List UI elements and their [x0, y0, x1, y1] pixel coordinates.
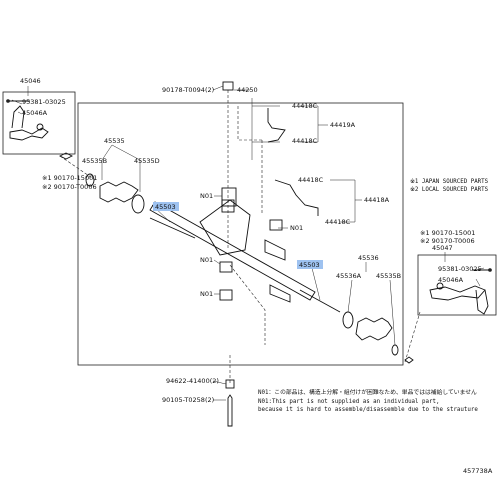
- part-label-fig: 457738A: [463, 467, 493, 475]
- guide-line: [237, 106, 262, 141]
- part-labels: 45046 95381-03025 45046A 45535 45535B 45535D ※…: [20, 77, 493, 475]
- part-label-n01d: N01: [200, 290, 213, 298]
- tie-rod-end-right-graphic: [429, 268, 492, 315]
- part-label-95381: 95381-03025: [22, 98, 66, 106]
- note-n2: ※2 LOCAL SOURCED PARTS: [410, 186, 489, 193]
- part-label-44418c1: 44418C: [292, 102, 318, 110]
- part-label-90170l2: ※2 90170-T0006: [42, 183, 97, 191]
- guide-line: [229, 264, 266, 345]
- part-label-45047: 45047: [432, 244, 453, 252]
- guide-line: [59, 155, 96, 181]
- inner-tie-rod-right-graphic: [299, 289, 341, 313]
- left-boot-graphic: [85, 173, 145, 214]
- guide-line: [404, 311, 421, 363]
- part-label-45535b: 45535B: [82, 157, 107, 165]
- part-label-45536: 45536: [358, 254, 379, 262]
- main-assembly-frame: [77, 102, 404, 366]
- part-label-45046a: 45046A: [22, 109, 48, 117]
- part-label-45503r[interactable]: 45503: [299, 261, 320, 269]
- part-label-44418c2: 44418C: [292, 137, 318, 145]
- part-label-45535b2: 45535B: [376, 272, 401, 280]
- part-label-90105: 90105-T0258(2): [162, 396, 214, 404]
- leader-lines: [11, 85, 485, 401]
- note-n5: because it is hard to assemble/disassemb…: [258, 407, 478, 413]
- part-label-94622: 94622-41400(2): [166, 377, 219, 385]
- part-label-45046: 45046: [20, 77, 41, 85]
- part-label-45503l[interactable]: 45503: [155, 203, 176, 211]
- note-n4: N01:This part is not supplied as an indi…: [258, 399, 439, 405]
- part-label-44418c3: 44418C: [298, 176, 324, 184]
- pressure-pipes-graphic: [267, 108, 319, 216]
- part-label-44419a: 44419A: [330, 121, 356, 129]
- notes: ※1 JAPAN SOURCED PARTS※2 LOCAL SOURCED P…: [258, 178, 489, 413]
- part-label-n01c: N01: [200, 256, 213, 264]
- part-label-95381r: 95381-03025: [438, 265, 482, 273]
- left-tie-rod-end-frame: [2, 91, 76, 155]
- part-label-44250: 44250: [237, 86, 258, 94]
- right-boot-graphic: [342, 311, 399, 356]
- part-label-45535: 45535: [104, 137, 125, 145]
- highlight-right: [297, 260, 323, 269]
- part-label-n01a: N01: [200, 192, 213, 200]
- part-label-n01b: N01: [290, 224, 303, 232]
- part-label-45535d: 45535D: [134, 157, 160, 165]
- note-n1: ※1 JAPAN SOURCED PARTS: [410, 178, 489, 185]
- tie-rod-end-left-graphic: [6, 99, 49, 141]
- part-label-44418c4: 44418C: [325, 218, 351, 226]
- part-label-90170l1: ※1 90170-15001: [42, 174, 97, 182]
- right-tie-rod-end-frame: [417, 254, 497, 316]
- highlight-left: [153, 202, 179, 211]
- nut-graphics: [58, 81, 414, 427]
- note-n3: N01：この部品は、構造上分解・組付けが困難なため、単品ではは補給していません: [258, 388, 477, 396]
- part-label-45046ar: 45046A: [438, 276, 464, 284]
- part-label-90170r1: ※1 90170-15001: [420, 229, 475, 237]
- part-label-90170r2: ※2 90170-T0006: [420, 237, 475, 245]
- part-label-45536a: 45536A: [336, 272, 362, 280]
- part-label-90178: 90178-T0094(2): [162, 86, 214, 94]
- inner-tie-rod-left-graphic: [149, 217, 196, 239]
- part-label-44418a: 44418A: [364, 196, 390, 204]
